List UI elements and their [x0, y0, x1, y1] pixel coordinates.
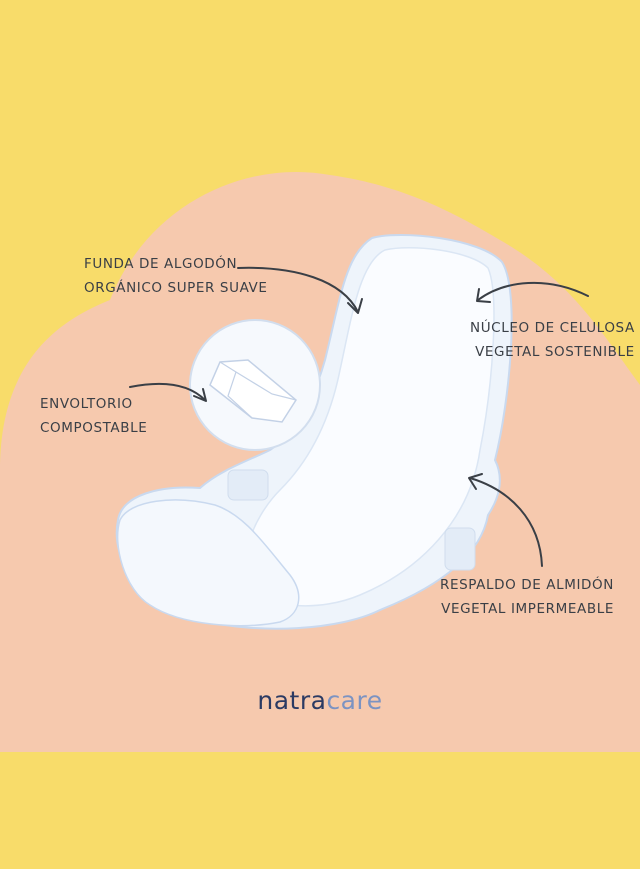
- arrow-funda-head: [347, 298, 363, 314]
- label-line: NÚCLEO DE CELULOSA: [470, 320, 635, 336]
- label-starch-backing: RESPALDO DE ALMIDÓN VEGETAL IMPERMEABLE: [440, 573, 614, 621]
- logo-part-care: care: [326, 686, 383, 715]
- natracare-logo: natracare: [0, 686, 640, 715]
- arrow-respaldo: [469, 477, 543, 567]
- arrow-envoltorio: [129, 382, 206, 401]
- label-cotton-cover: FUNDA DE ALGODÓN ORGÁNICO SUPER SUAVE: [84, 252, 268, 300]
- arrow-nucleo-head: [476, 288, 491, 303]
- label-compostable-wrapper: ENVOLTORIO COMPOSTABLE: [40, 392, 147, 440]
- arrow-respaldo-head: [468, 473, 483, 490]
- label-line: FUNDA DE ALGODÓN: [84, 256, 238, 272]
- arrow-envoltorio-head: [193, 388, 207, 402]
- arrow-nucleo: [477, 281, 589, 301]
- pad-tab-right: [444, 527, 476, 571]
- label-line: ORGÁNICO SUPER SUAVE: [84, 280, 268, 296]
- label-cellulose-core: NÚCLEO DE CELULOSA VEGETAL SOSTENIBLE: [470, 316, 635, 364]
- arrow-funda: [237, 266, 359, 313]
- label-line: RESPALDO DE ALMIDÓN: [440, 577, 614, 593]
- wrapper-detail-circle: [189, 319, 321, 451]
- pad-tab-left: [227, 469, 269, 501]
- label-line: COMPOSTABLE: [40, 420, 148, 436]
- label-line: VEGETAL IMPERMEABLE: [441, 601, 614, 617]
- logo-part-natra: natra: [257, 686, 327, 715]
- pad-wing-left: [116, 499, 300, 627]
- label-line: VEGETAL SOSTENIBLE: [475, 344, 635, 360]
- sanitary-pad: [115, 234, 513, 630]
- label-line: ENVOLTORIO: [40, 396, 133, 412]
